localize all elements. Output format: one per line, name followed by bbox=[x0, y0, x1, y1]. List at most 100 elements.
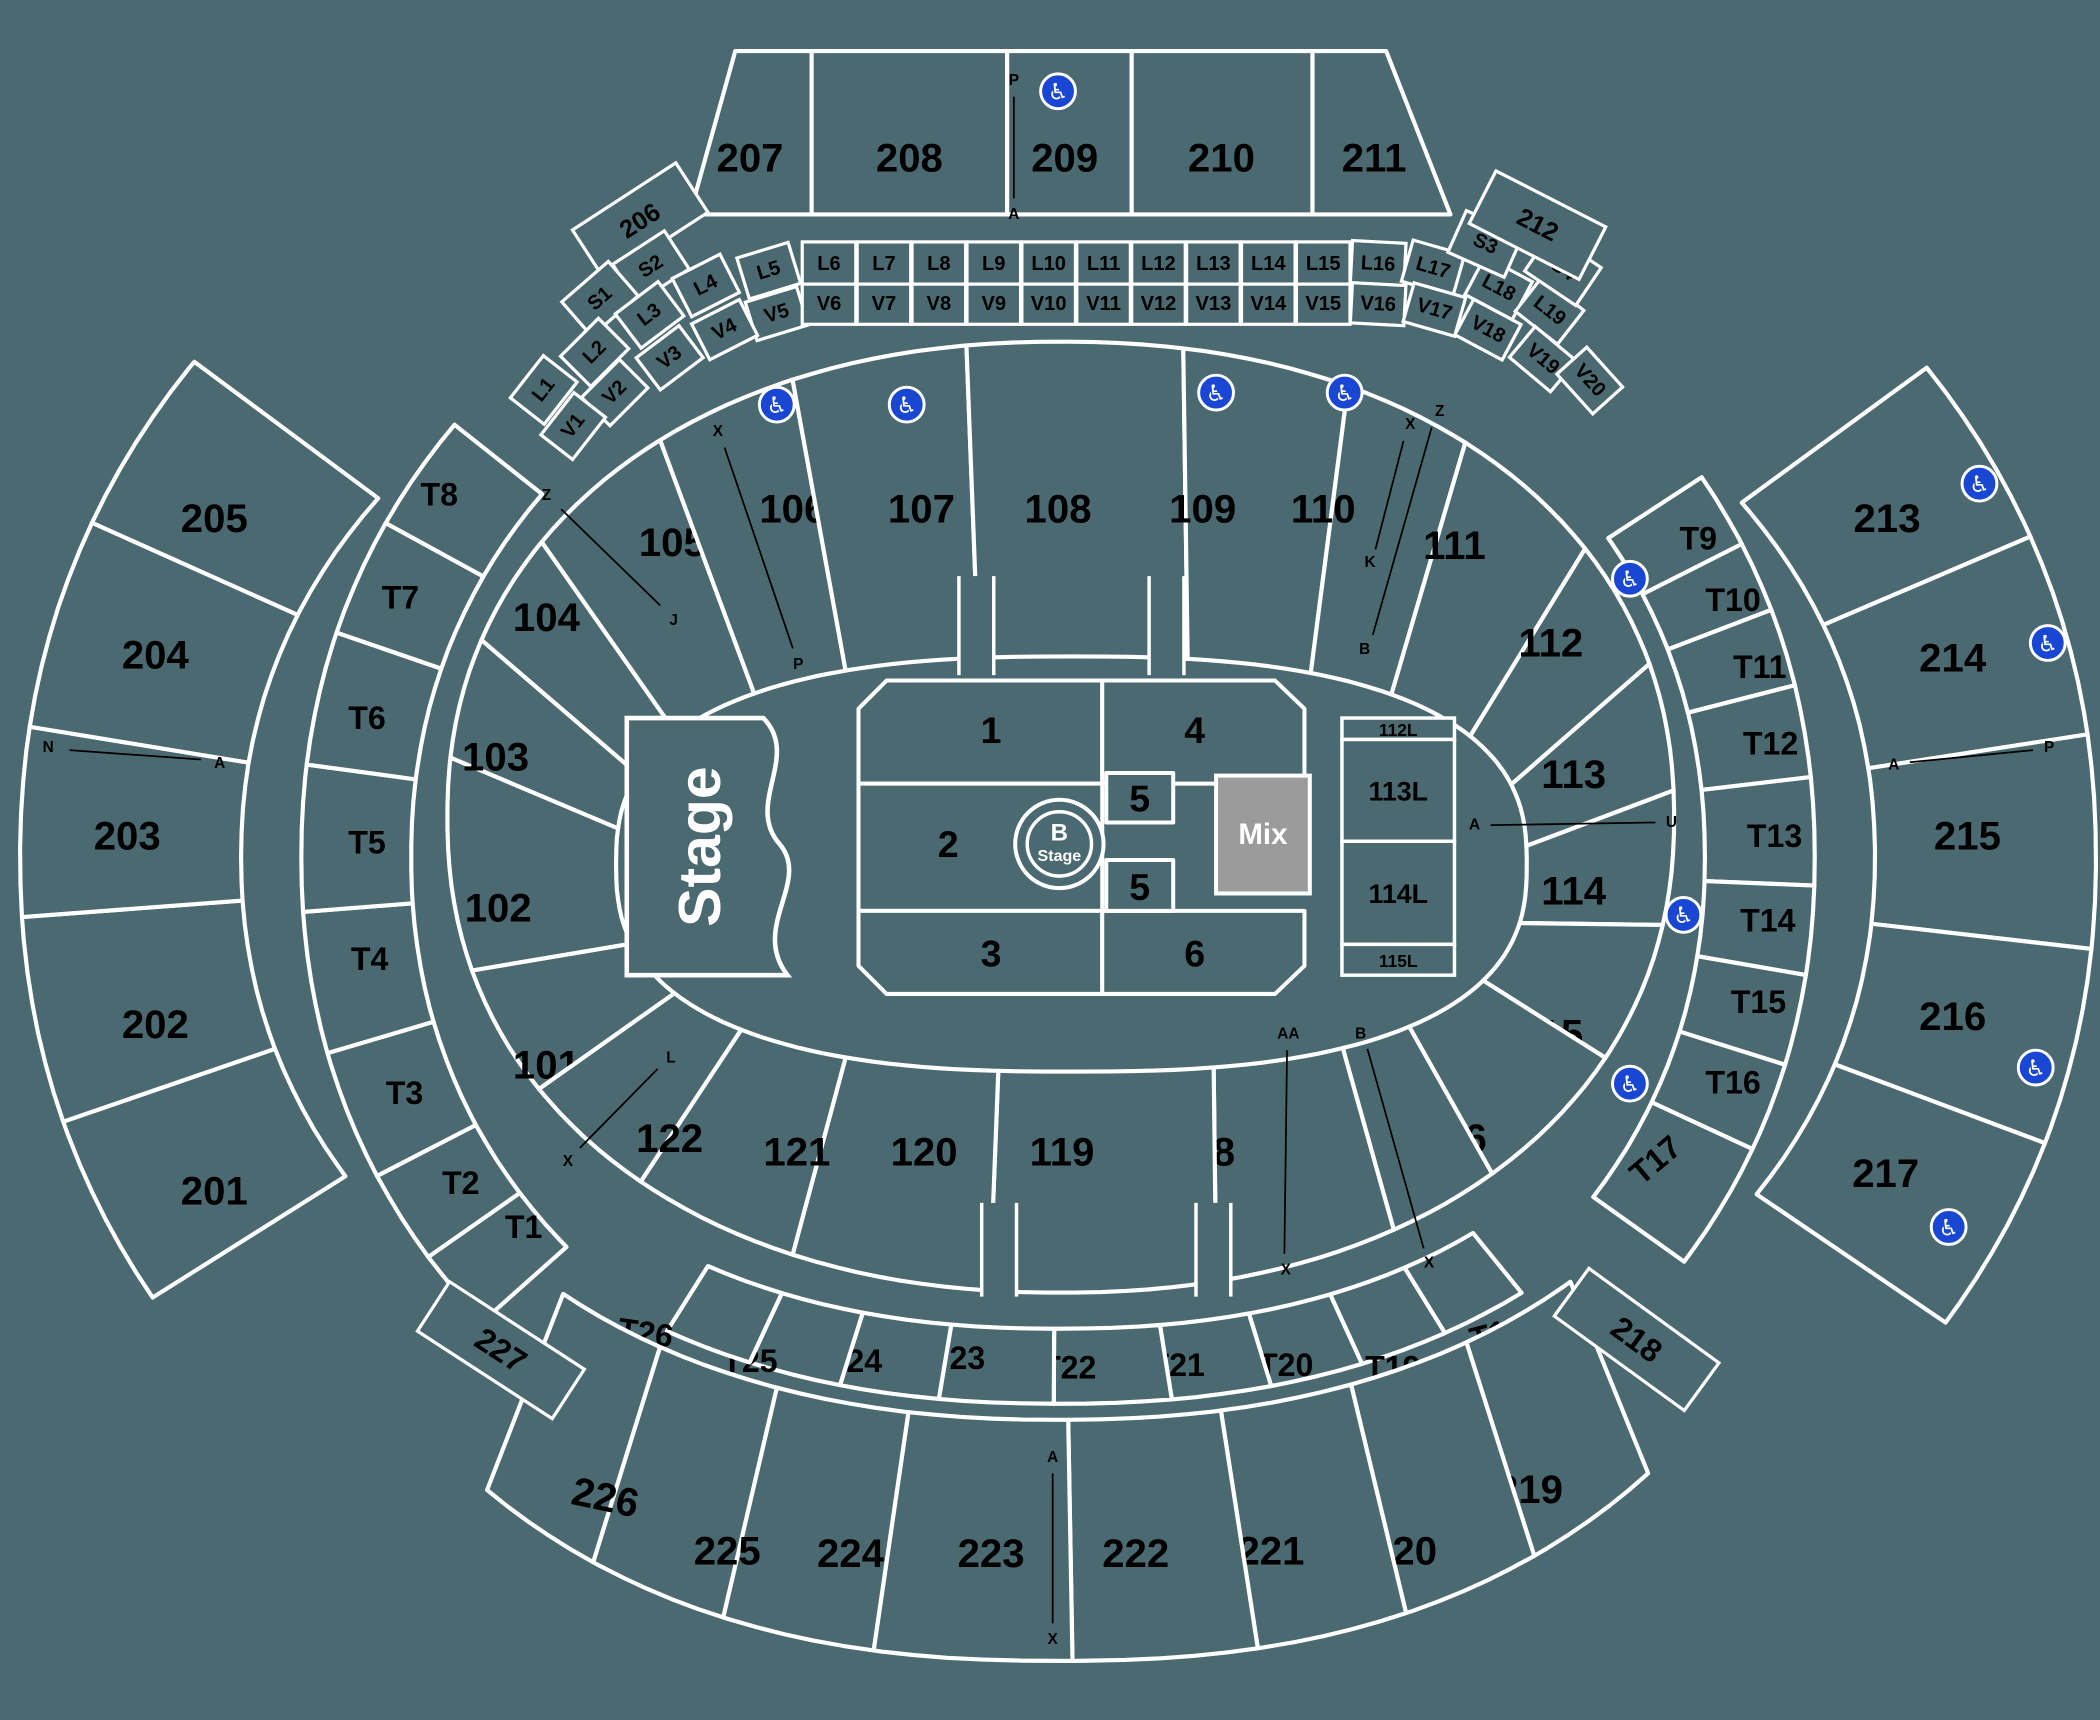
section-L1-box[interactable] bbox=[508, 353, 580, 427]
section-227-box[interactable] bbox=[415, 1279, 587, 1421]
section-209[interactable] bbox=[1005, 48, 1134, 217]
row-reference-line bbox=[1374, 440, 1405, 550]
section-L13-box[interactable] bbox=[1185, 240, 1242, 288]
section-V14-label: V14 bbox=[1250, 293, 1287, 315]
section-T7-label: T7 bbox=[382, 580, 420, 616]
floor-section-5[interactable] bbox=[1104, 770, 1176, 825]
floor-section-5-label: 5 bbox=[1129, 777, 1150, 819]
section-V16-label: V16 bbox=[1360, 292, 1397, 316]
section-211-label: 211 bbox=[1342, 136, 1407, 181]
section-T6-label: T6 bbox=[348, 700, 386, 736]
section-T8[interactable] bbox=[383, 422, 545, 579]
section-L3[interactable] bbox=[613, 279, 687, 351]
section-226[interactable] bbox=[485, 1291, 663, 1565]
floor-section-3[interactable] bbox=[856, 908, 1105, 996]
section-V17-box[interactable] bbox=[1401, 280, 1468, 339]
floor-section-4-label: 4 bbox=[1184, 709, 1205, 751]
section-V15-label: V15 bbox=[1305, 293, 1341, 315]
section-115L-label: 115L bbox=[1379, 951, 1418, 971]
section-212[interactable] bbox=[1467, 168, 1608, 282]
section-V4[interactable] bbox=[689, 297, 760, 362]
section-V20[interactable] bbox=[1554, 344, 1625, 417]
floor-section-5[interactable] bbox=[1104, 857, 1176, 913]
section-V6[interactable] bbox=[800, 282, 858, 326]
section-119[interactable] bbox=[987, 1065, 1219, 1295]
row-reference-line bbox=[579, 1068, 659, 1149]
stage bbox=[624, 715, 793, 978]
section-V1[interactable] bbox=[538, 390, 608, 462]
section-V4-box[interactable] bbox=[689, 297, 760, 362]
section-223-label: 223 bbox=[958, 1531, 1025, 1576]
section-V12-box[interactable] bbox=[1130, 282, 1187, 326]
tunnel bbox=[1149, 576, 1184, 676]
wheelchair-accessible-icon: ♿ bbox=[1039, 72, 1077, 111]
floor-section-6[interactable] bbox=[1100, 908, 1307, 996]
floor-section-4[interactable] bbox=[1100, 678, 1307, 786]
section-211[interactable] bbox=[1310, 48, 1453, 217]
section-114L[interactable] bbox=[1340, 839, 1457, 947]
section-227[interactable] bbox=[415, 1279, 587, 1421]
section-L16-label: L16 bbox=[1360, 252, 1396, 276]
section-V6-box[interactable] bbox=[800, 282, 858, 326]
section-V3-box[interactable] bbox=[633, 323, 706, 393]
section-V20-box[interactable] bbox=[1554, 344, 1625, 417]
tunnel bbox=[1195, 1202, 1231, 1297]
section-205[interactable] bbox=[89, 359, 381, 617]
section-V8[interactable] bbox=[910, 282, 968, 326]
section-215-label: 215 bbox=[1934, 813, 2001, 858]
section-208[interactable] bbox=[809, 48, 1010, 217]
section-V14-box[interactable] bbox=[1239, 282, 1297, 326]
stage-label: Stage bbox=[668, 766, 733, 926]
section-L9-label: L9 bbox=[982, 253, 1005, 275]
section-L4[interactable] bbox=[670, 252, 742, 319]
section-212-box[interactable] bbox=[1467, 168, 1608, 282]
section-V18-box[interactable] bbox=[1452, 297, 1524, 363]
section-108-label: 108 bbox=[1025, 487, 1092, 532]
section-T17[interactable] bbox=[1591, 1100, 1755, 1264]
row-letter-K: K bbox=[1365, 554, 1376, 571]
section-V7-label: V7 bbox=[872, 293, 897, 315]
section-V11-label: V11 bbox=[1086, 293, 1121, 315]
tunnel bbox=[981, 1202, 1017, 1297]
section-119-label: 119 bbox=[1030, 1129, 1095, 1174]
section-L3-box[interactable] bbox=[613, 279, 687, 351]
section-V1-box[interactable] bbox=[538, 390, 608, 462]
section-L4-box[interactable] bbox=[670, 252, 742, 319]
section-V14[interactable] bbox=[1239, 282, 1297, 326]
wheelchair-accessible-icon: ♿ bbox=[1664, 896, 1703, 934]
section-L1[interactable] bbox=[508, 353, 580, 427]
section-113L[interactable] bbox=[1340, 737, 1457, 843]
section-L5-box[interactable] bbox=[734, 240, 803, 302]
section-V8-box[interactable] bbox=[910, 282, 968, 326]
section-V12-label: V12 bbox=[1141, 293, 1177, 315]
section-V3[interactable] bbox=[633, 323, 706, 393]
section-V16[interactable] bbox=[1348, 281, 1408, 328]
section-114-label: 114 bbox=[1541, 868, 1606, 913]
section-218[interactable] bbox=[1552, 1266, 1722, 1413]
section-104-label: 104 bbox=[513, 595, 581, 640]
section-218-box[interactable] bbox=[1552, 1266, 1722, 1413]
section-205-label: 205 bbox=[181, 496, 248, 541]
section-224-label: 224 bbox=[817, 1531, 885, 1576]
section-V17[interactable] bbox=[1401, 280, 1468, 339]
section-120-label: 120 bbox=[891, 1129, 958, 1174]
section-210[interactable] bbox=[1129, 48, 1315, 217]
section-V16-box[interactable] bbox=[1348, 281, 1408, 328]
section-L13[interactable] bbox=[1185, 240, 1242, 288]
section-217[interactable] bbox=[1754, 1062, 2048, 1325]
section-115L[interactable] bbox=[1340, 942, 1457, 977]
section-207[interactable] bbox=[687, 48, 814, 217]
tunnel-edge bbox=[1194, 1202, 1233, 1297]
section-L5[interactable] bbox=[734, 240, 803, 302]
section-T26[interactable] bbox=[664, 1263, 784, 1365]
section-L12-label: L12 bbox=[1141, 253, 1176, 275]
row-letter-P: P bbox=[1009, 72, 1019, 89]
section-V18[interactable] bbox=[1452, 297, 1524, 363]
wheelchair-accessible-icon: ♿ bbox=[1611, 559, 1649, 598]
wheelchair-accessible-icon: ♿ bbox=[1325, 373, 1364, 412]
section-V6-label: V6 bbox=[817, 293, 842, 315]
section-102-label: 102 bbox=[465, 886, 532, 931]
section-V12[interactable] bbox=[1130, 282, 1187, 326]
